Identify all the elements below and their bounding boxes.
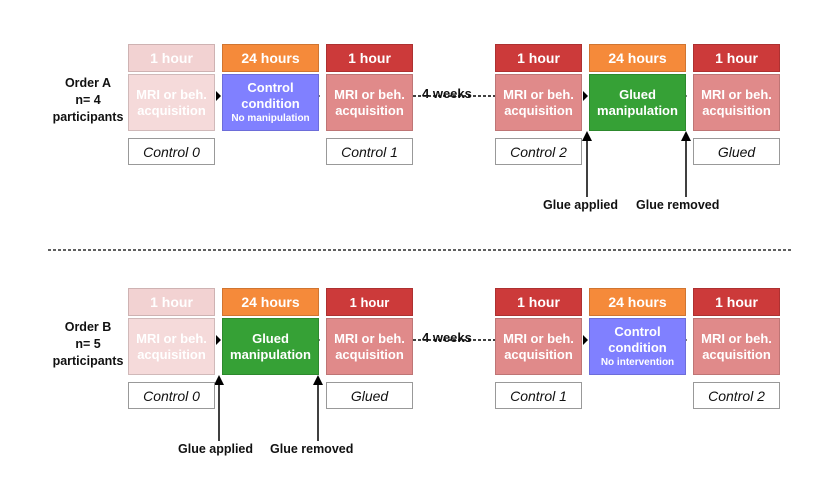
order-a-block3-box: MRI or beh. acquisition: [326, 74, 413, 131]
order-b-block6-line1: MRI or beh.: [701, 330, 772, 346]
order-a-block6-line2: acquisition: [702, 102, 771, 118]
order-a-block1-line2: acquisition: [137, 102, 206, 118]
order-a-title: Order A: [64, 76, 112, 90]
order-a-block5-line2: manipulation: [597, 102, 678, 118]
order-b-label: Order B n= 5 participants: [46, 319, 130, 370]
order-b-block1-line1: MRI or beh.: [136, 330, 207, 346]
order-b-block3-box: MRI or beh. acquisition: [326, 318, 413, 375]
order-a-participants: participants: [52, 110, 124, 124]
order-a-block3-line1: MRI or beh.: [334, 86, 405, 102]
order-a-block2-line2: condition: [241, 96, 300, 111]
order-b-block4-label: Control 1: [495, 382, 582, 409]
glue-applied-arrowhead-b: [214, 375, 224, 385]
order-b-block2-header: 24 hours: [222, 288, 319, 316]
order-a-block4-line1: MRI or beh.: [503, 86, 574, 102]
order-a-block3-line2: acquisition: [335, 102, 404, 118]
order-a-block1-line1: MRI or beh.: [136, 86, 207, 102]
order-a-block5-line1: Glued: [619, 86, 656, 102]
order-b-block2-box: Glued manipulation: [222, 318, 319, 375]
order-a-block2-line1: Control: [247, 80, 294, 95]
order-b-block3-line1: MRI or beh.: [334, 330, 405, 346]
order-a-block4-label: Control 2: [495, 138, 582, 165]
order-a-label: Order A n= 4 participants: [46, 75, 130, 126]
order-a-glue-applied: Glue applied: [543, 198, 619, 212]
order-b-block4-line2: acquisition: [504, 346, 573, 362]
order-b-block4-box: MRI or beh. acquisition: [495, 318, 582, 375]
order-a-block5-header: 24 hours: [589, 44, 686, 72]
order-a-block6-line1: MRI or beh.: [701, 86, 772, 102]
order-a-block1-header: 1 hour: [128, 44, 215, 72]
order-a-block5-box: Glued manipulation: [589, 74, 686, 131]
order-b-participants: participants: [52, 354, 124, 368]
order-b-glue-removed: Glue removed: [270, 442, 354, 456]
transition-arrow-a1: [216, 91, 221, 101]
order-a-block6-header: 1 hour: [693, 44, 780, 72]
order-b-glue-applied: Glue applied: [178, 442, 254, 456]
order-b-block2-label: Glued: [326, 382, 413, 409]
order-a-block4-header: 1 hour: [495, 44, 582, 72]
order-a-block2-header: 24 hours: [222, 44, 319, 72]
order-a-block2-sub: No manipulation: [231, 113, 310, 124]
transition-arrow-b1: [216, 335, 221, 345]
glue-removed-arrowhead-b: [313, 375, 323, 385]
order-a-block6-label: Glued: [693, 138, 780, 165]
order-b-block1-header: 1 hour: [128, 288, 215, 316]
order-b-block1-label: Control 0: [128, 382, 215, 409]
order-b-block5-sub: No intervention: [600, 357, 675, 368]
order-b-block3-header: 1 hour: [326, 288, 413, 316]
order-b-block3-line2: acquisition: [335, 346, 404, 362]
order-a-block1-box: MRI or beh. acquisition: [128, 74, 215, 131]
order-b-block6-header: 1 hour: [693, 288, 780, 316]
order-b-weeks: 4 weeks: [422, 330, 472, 345]
order-b-block6-box: MRI or beh. acquisition: [693, 318, 780, 375]
glue-removed-arrowhead-a: [681, 131, 691, 141]
order-a-glue-removed: Glue removed: [636, 198, 720, 212]
order-a-count: n= 4: [75, 93, 101, 107]
order-a-block2-box: Control condition No manipulation: [222, 74, 319, 131]
order-b-block4-line1: MRI or beh.: [503, 330, 574, 346]
order-a-block4-line2: acquisition: [504, 102, 573, 118]
order-a-block1-label: Control 0: [128, 138, 215, 165]
order-a-block6-box: MRI or beh. acquisition: [693, 74, 780, 131]
order-b-block1-box: MRI or beh. acquisition: [128, 318, 215, 375]
order-b-block2-line1: Glued: [252, 330, 289, 346]
order-a-block3-header: 1 hour: [326, 44, 413, 72]
order-b-block2-line2: manipulation: [230, 346, 311, 362]
order-a-weeks: 4 weeks: [422, 86, 472, 101]
order-b-block5-header: 24 hours: [589, 288, 686, 316]
transition-arrow-a3: [583, 91, 588, 101]
order-b-block4-header: 1 hour: [495, 288, 582, 316]
order-b-block5-line2: condition: [608, 340, 667, 355]
order-a-block4-box: MRI or beh. acquisition: [495, 74, 582, 131]
order-b-count: n= 5: [75, 337, 101, 351]
order-b-block6-line2: acquisition: [702, 346, 771, 362]
transition-arrow-b3: [583, 335, 588, 345]
order-b-block5-box: Control condition No intervention: [589, 318, 686, 375]
order-a-block3-label: Control 1: [326, 138, 413, 165]
order-b-title: Order B: [64, 320, 112, 334]
order-b-block1-line2: acquisition: [137, 346, 206, 362]
glue-applied-arrowhead-a: [582, 131, 592, 141]
order-b-block6-label: Control 2: [693, 382, 780, 409]
order-b-block5-line1: Control: [614, 324, 661, 339]
